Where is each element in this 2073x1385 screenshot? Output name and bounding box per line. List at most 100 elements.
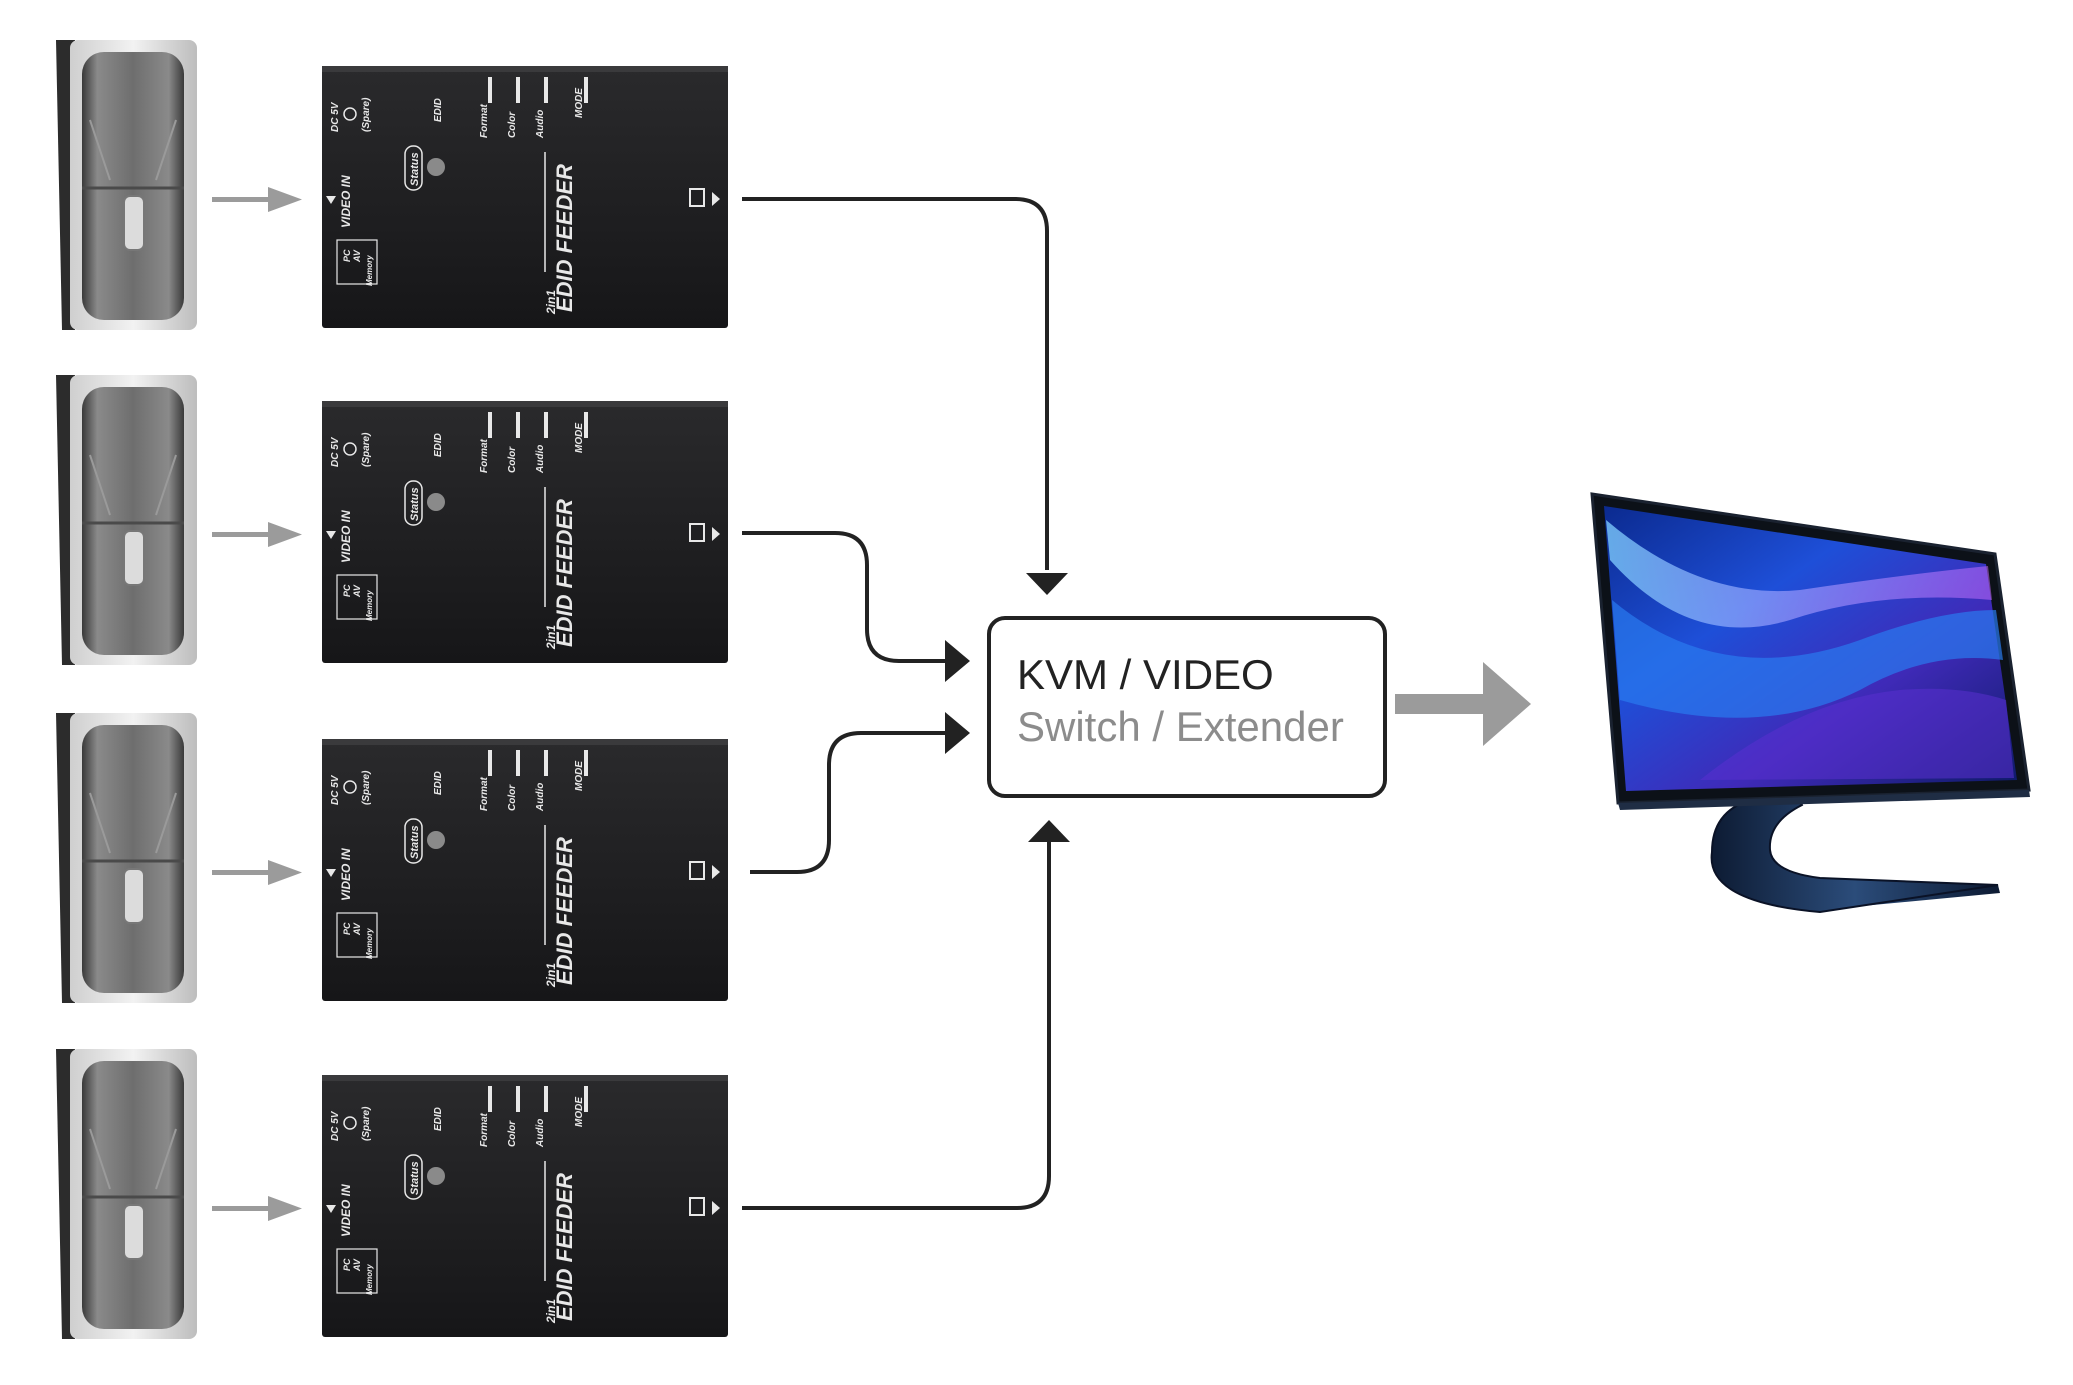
status-label: Status [409,825,421,859]
video-in-label: VIDEO IN [339,510,353,563]
status-led-icon [427,158,445,176]
spare-label: (Spare) [361,1106,372,1141]
video-in-label: VIDEO IN [339,1184,353,1237]
color-label: Color [507,784,518,811]
av-label: AV [352,1258,362,1272]
dc-power-icon [343,107,357,121]
edid-copy-label: EDID [433,98,444,122]
av-label: AV [352,922,362,936]
dc-5v-label: DC 5V [330,436,341,467]
dc-power-icon [343,1116,357,1130]
pc-tower-icon [56,40,197,330]
arrowhead-right-1 [945,640,970,682]
dc-power-icon [343,442,357,456]
format-label: Format [479,776,490,811]
video-in-label: VIDEO IN [339,175,353,228]
edid-feeder-device: DC 5V (Spare) Status EDID Format Color Audio MO… [322,66,728,328]
switch-extender-box: KVM / VIDEO Switch / Extender [987,616,1387,798]
memory-label: Memory [365,928,374,959]
dc-5v-label: DC 5V [330,774,341,805]
pc-tower-icon [56,375,197,665]
mode-select-label: MODE [574,1097,585,1127]
connector-arrowheads [945,573,1070,842]
edid-feeder-name: EDID FEEDER [552,499,577,647]
output-port-icon [689,523,705,542]
status-label: Status [409,152,421,186]
dc-5v-label: DC 5V [330,101,341,132]
connector-2 [742,531,945,663]
status-label: Status [409,1161,421,1195]
output-port-icon [689,1197,705,1216]
memory-label: Memory [365,255,374,286]
pc-tower-icon [56,1049,197,1339]
status-led-icon [427,493,445,511]
status-led-icon [427,831,445,849]
connector-lines [742,197,1051,1210]
edid-feeder-name: EDID FEEDER [552,1173,577,1321]
edid-feeder-name: EDID FEEDER [552,164,577,312]
arrowhead-down [1026,573,1068,595]
audio-label: Audio [535,445,546,474]
status-led-icon [427,1167,445,1185]
spare-label: (Spare) [361,432,372,467]
edid-copy-label: EDID [433,771,444,795]
mode-select-label: MODE [574,423,585,453]
input-arrow [212,187,302,212]
mode-switch-block [336,1248,378,1294]
monitor-icon [1590,492,2031,914]
edid-copy-label: EDID [433,433,444,457]
edid-feeder-device: DC 5V (Spare) Status EDID Format Color Audio MO… [322,739,728,1001]
switch-box-subtitle: Switch / Extender [1017,703,1344,750]
format-label: Format [479,103,490,138]
connector-3 [750,731,945,874]
edid-feeder-device: DC 5V (Spare) Status EDID Format Color Audio MO… [322,1075,728,1337]
edid-copy-label: EDID [433,1107,444,1131]
edid-feeder-name: EDID FEEDER [552,837,577,985]
input-arrow [212,860,302,885]
source-row: DC 5V (Spare) Status EDID Format Color Audio MO… [56,713,728,1003]
pc-tower-icon [56,713,197,1003]
output-arrow [1395,662,1531,746]
pc-label: PC [342,1258,352,1271]
source-row: DC 5V (Spare) Status EDID Format Color Audio MO… [56,40,728,330]
output-port-icon [689,861,705,880]
arrowhead-right-2 [945,712,970,754]
pc-label: PC [342,249,352,262]
mode-switch-block [336,574,378,620]
edid-feeder-prefix: 2in1 [544,1299,558,1324]
edid-feeder-device: DC 5V (Spare) Status EDID Format Color Audio MO… [322,401,728,663]
audio-label: Audio [535,783,546,812]
audio-label: Audio [535,110,546,139]
source-row: DC 5V (Spare) Status EDID Format Color Audio MO… [56,375,728,665]
edid-feeder-prefix: 2in1 [544,290,558,315]
dc-power-icon [343,780,357,794]
input-arrow [212,1196,302,1221]
connector-4 [742,840,1051,1210]
audio-label: Audio [535,1119,546,1148]
spare-label: (Spare) [361,97,372,132]
status-label: Status [409,487,421,521]
edid-feeder-prefix: 2in1 [544,963,558,988]
color-label: Color [507,111,518,138]
video-in-label: VIDEO IN [339,848,353,901]
spare-label: (Spare) [361,770,372,805]
memory-label: Memory [365,1264,374,1295]
memory-label: Memory [365,590,374,621]
av-label: AV [352,584,362,598]
edid-feeder-prefix: 2in1 [544,625,558,650]
color-label: Color [507,446,518,473]
mode-select-label: MODE [574,761,585,791]
input-arrow [212,522,302,547]
connector-1 [742,197,1049,570]
format-label: Format [479,1112,490,1147]
mode-select-label: MODE [574,88,585,118]
color-label: Color [507,1120,518,1147]
source-row: DC 5V (Spare) Status EDID Format Color Audio MO… [56,1049,728,1339]
av-label: AV [352,249,362,263]
output-port-icon [689,188,705,207]
switch-box-title: KVM / VIDEO [1017,651,1274,698]
format-label: Format [479,438,490,473]
pc-label: PC [342,584,352,597]
dc-5v-label: DC 5V [330,1110,341,1141]
